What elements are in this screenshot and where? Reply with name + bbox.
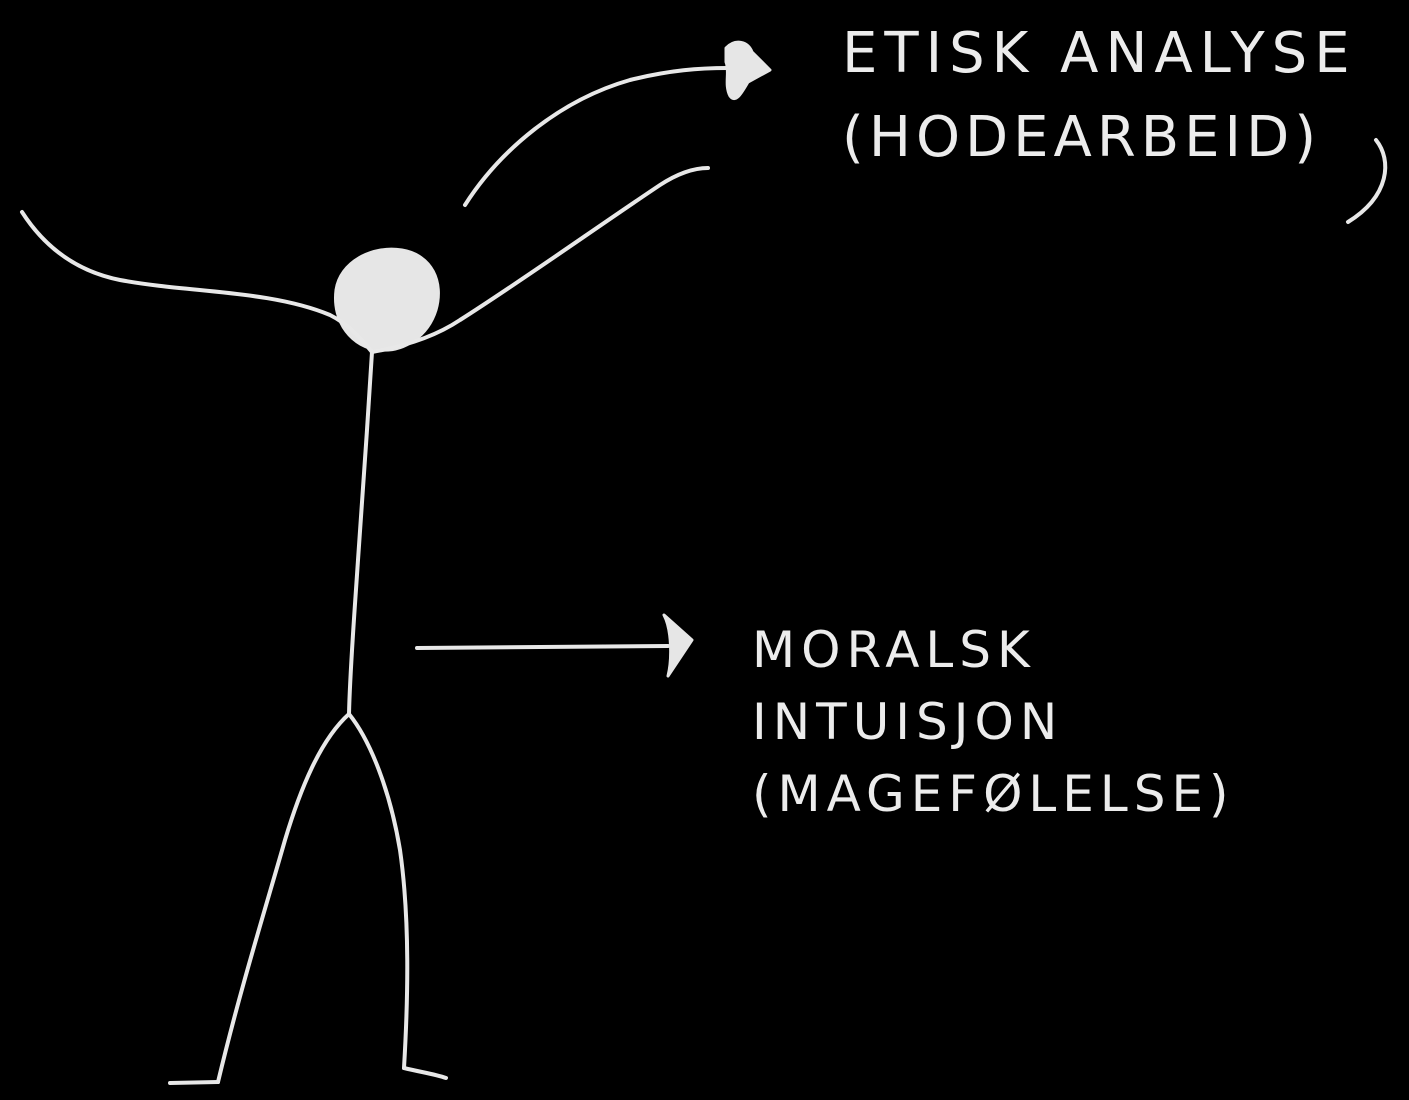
- figure-right-foot: [402, 1066, 448, 1080]
- analysis-label-line1: ETISK ANALYSE: [842, 21, 1357, 86]
- analysis-label: ETISK ANALYSE (HODEARBEID): [842, 26, 1357, 166]
- intuition-label: MORALSK INTUISJON (MAGEFØLELSE): [752, 625, 1235, 841]
- analysis-label-line2: (HODEARBEID): [842, 105, 1322, 170]
- figure-body: [347, 350, 374, 716]
- figure-left-arm: [20, 210, 374, 354]
- head-arrow-shaft: [463, 66, 730, 207]
- figure-right-leg: [347, 712, 410, 1070]
- intuition-label-line2: INTUISJON: [752, 693, 1064, 751]
- belly-arrow-shaft: [415, 644, 670, 650]
- figure-left-leg: [216, 712, 351, 1084]
- figure-head: [334, 247, 440, 352]
- intuition-label-line1: MORALSK: [752, 621, 1036, 679]
- top-label-bracket-tail: [1346, 138, 1388, 224]
- head-arrow-head: [724, 40, 772, 101]
- intuition-label-line3: (MAGEFØLELSE): [752, 765, 1235, 823]
- belly-arrow-head: [662, 613, 694, 678]
- figure-left-foot: [168, 1080, 220, 1085]
- figure-right-arm: [370, 166, 710, 354]
